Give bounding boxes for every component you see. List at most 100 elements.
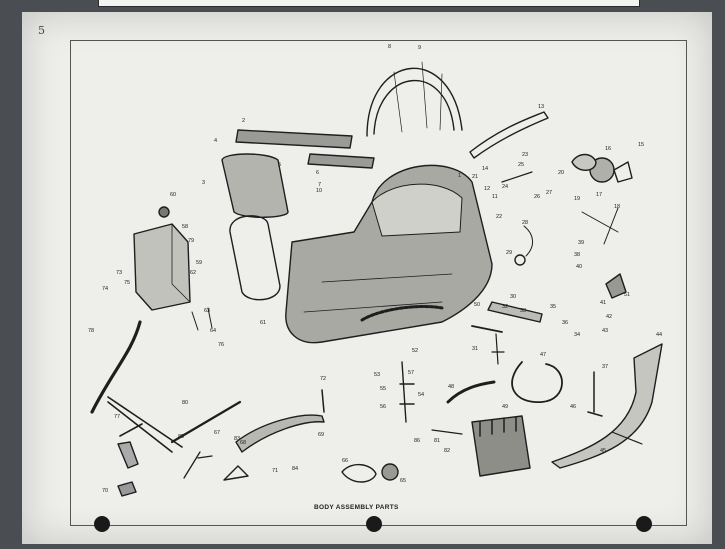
- part-callout-19: 19: [574, 196, 580, 202]
- page-mark: 5: [38, 24, 45, 37]
- part-callout-86: 86: [414, 438, 420, 444]
- diagram-caption: BODY ASSEMBLY PARTS: [314, 504, 399, 511]
- stud: [587, 371, 603, 417]
- part-callout-4: 4: [214, 138, 217, 144]
- part-callout-50: 50: [474, 302, 480, 308]
- part-callout-69: 69: [318, 432, 324, 438]
- part-callout-15: 15: [638, 142, 644, 148]
- part-callout-41: 41: [600, 300, 606, 306]
- lamp-housing: [571, 153, 597, 171]
- part-callout-7: 7: [318, 182, 321, 188]
- part-callout-84: 84: [292, 466, 298, 472]
- storage-box: [133, 223, 191, 311]
- part-callout-67: 67: [214, 430, 220, 436]
- sprocket: [381, 463, 399, 481]
- part-callout-46: 46: [570, 404, 576, 410]
- part-callout-56: 56: [380, 404, 386, 410]
- part-callout-28: 28: [522, 220, 528, 226]
- part-callout-20: 20: [558, 170, 564, 176]
- part-callout-74: 74: [102, 286, 108, 292]
- part-callout-31: 31: [472, 346, 478, 352]
- part-callout-71: 71: [272, 468, 278, 474]
- tie-rod: [170, 400, 242, 444]
- part-callout-40: 40: [576, 264, 582, 270]
- part-callout-23: 23: [522, 152, 528, 158]
- clamp: [605, 273, 627, 299]
- part-callout-51: 51: [624, 292, 630, 298]
- part-callout-60: 60: [170, 192, 176, 198]
- part-callout-65: 65: [400, 478, 406, 484]
- part-callout-66: 66: [342, 458, 348, 464]
- grommet: [117, 481, 137, 497]
- shaft: [399, 361, 415, 423]
- part-callout-61: 61: [260, 320, 266, 326]
- leaf-spring: [235, 414, 325, 453]
- bracket-arm: [487, 301, 543, 323]
- part-callout-11: 11: [492, 194, 498, 200]
- part-callout-76: 76: [218, 342, 224, 348]
- part-callout-55: 55: [380, 386, 386, 392]
- part-callout-49: 49: [502, 404, 508, 410]
- part-callout-58: 58: [182, 224, 188, 230]
- top-paper-strip: [98, 0, 640, 7]
- binder-hole-right: [636, 516, 652, 532]
- part-callout-22: 22: [496, 214, 502, 220]
- part-callout-16: 16: [605, 146, 611, 152]
- part-callout-2: 2: [242, 118, 245, 124]
- part-callout-81: 81: [434, 438, 440, 444]
- part-callout-33: 33: [520, 308, 526, 314]
- part-callout-27: 27: [546, 190, 552, 196]
- spacer: [514, 254, 526, 266]
- upright: [491, 333, 505, 365]
- part-callout-68: 68: [240, 440, 246, 446]
- diagram-page: 5: [22, 12, 712, 544]
- part-callout-85: 85: [178, 434, 184, 440]
- part-callout-78: 78: [88, 328, 94, 334]
- bolt-vertical: [321, 389, 325, 413]
- part-callout-42: 42: [606, 314, 612, 320]
- part-callout-17: 17: [596, 192, 602, 198]
- part-callout-5: 5: [278, 162, 281, 168]
- part-callout-75: 75: [124, 280, 130, 286]
- part-callout-36: 36: [562, 320, 568, 326]
- part-callout-53: 53: [374, 372, 380, 378]
- part-callout-34: 34: [574, 332, 580, 338]
- part-callout-3: 3: [202, 180, 205, 186]
- part-callout-72: 72: [320, 376, 326, 382]
- part-callout-21: 21: [472, 174, 478, 180]
- windshield-bar: [469, 111, 549, 159]
- part-callout-38: 38: [574, 252, 580, 258]
- part-callout-14: 14: [482, 166, 488, 172]
- part-callout-39: 39: [578, 240, 584, 246]
- part-callout-1: 1: [458, 173, 461, 179]
- part-callout-80: 80: [182, 400, 188, 406]
- washer: [158, 206, 170, 218]
- part-callout-44: 44: [656, 332, 662, 338]
- part-callout-13: 13: [538, 104, 544, 110]
- part-callout-9: 9: [418, 45, 421, 51]
- seat-frame: [229, 215, 281, 301]
- part-callout-73: 73: [116, 270, 122, 276]
- part-callout-63: 63: [204, 308, 210, 314]
- bearing: [117, 441, 139, 469]
- upper-panel: [235, 129, 353, 149]
- part-callout-12: 12: [484, 186, 490, 192]
- strap: [446, 380, 496, 404]
- part-callout-24: 24: [502, 184, 508, 190]
- bolt: [611, 431, 643, 445]
- part-callout-30: 30: [510, 294, 516, 300]
- trim-strip: [307, 153, 375, 169]
- part-callout-29: 29: [506, 250, 512, 256]
- part-callout-35: 35: [550, 304, 556, 310]
- part-callout-6: 6: [316, 170, 319, 176]
- lamp-bracket: [581, 207, 619, 245]
- part-callout-77: 77: [114, 414, 120, 420]
- fender-brace: [551, 343, 663, 469]
- part-callout-26: 26: [534, 194, 540, 200]
- part-callout-25: 25: [518, 162, 524, 168]
- link-pin: [183, 451, 213, 479]
- crossmember: [107, 396, 183, 453]
- part-callout-79: 79: [188, 238, 194, 244]
